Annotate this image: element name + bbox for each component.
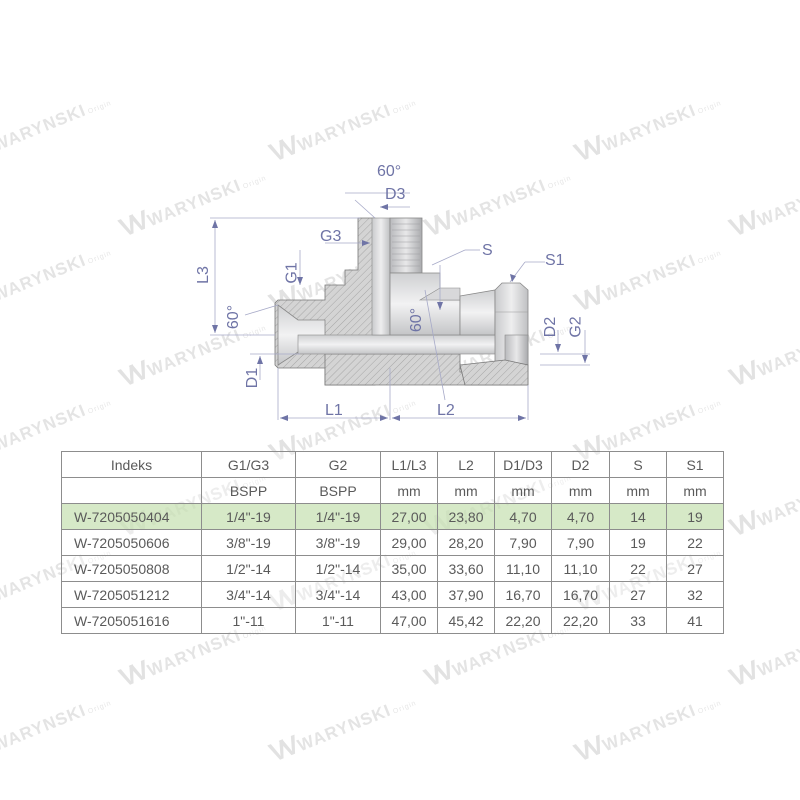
watermark-logo: VVWARYNSKIOrigin [724,625,800,693]
header-cell: L1/L3 [380,451,438,478]
watermark-logo: VVWARYNSKIOrigin [264,699,418,768]
index-cell: W-7205051616 [61,607,202,634]
table-cell: 4,70 [551,503,610,530]
table-row: W-7205050606 3/8"-19 3/8"-19 29,00 28,20… [61,529,724,556]
index-cell: W-7205050808 [61,555,202,582]
table-cell: 37,90 [437,581,495,608]
l1-label: L1 [325,402,343,419]
table-cell: 3/4"-14 [295,581,381,608]
table-cell: 19 [609,529,667,556]
table-cell: 7,90 [494,529,552,556]
table-cell: 4,70 [494,503,552,530]
waryinski-w-icon: VV [419,655,454,693]
table-cell: 47,00 [380,607,438,634]
table-row: W-7205051616 1"-11 1"-11 47,00 45,42 22,… [61,607,724,634]
index-cell: W-7205050606 [61,529,202,556]
waryinski-w-icon: VV [569,730,604,768]
table-cell: 32 [666,581,724,608]
waryinski-w-icon: VV [264,730,299,768]
g1-label: G1 [283,262,301,284]
unit-cell: mm [437,477,495,504]
table-cell: 22,20 [551,607,610,634]
unit-cell: mm [666,477,724,504]
unit-cell: BSPP [295,477,381,504]
index-cell: W-7205050404 [61,503,202,530]
table-cell: 28,20 [437,529,495,556]
table-cell: 16,70 [551,581,610,608]
header-cell: D1/D3 [494,451,552,478]
table-cell: 1/4"-19 [201,503,296,530]
header-cell: S1 [666,451,724,478]
table-cell: 1/2"-14 [295,555,381,582]
s-label: S [482,242,493,259]
unit-cell: mm [380,477,438,504]
table-cell: 27,00 [380,503,438,530]
table-cell: 22,20 [494,607,552,634]
unit-cell: mm [609,477,667,504]
table-cell: 19 [666,503,724,530]
table-units-row: BSPP BSPP mm mm mm mm mm mm [61,477,724,504]
unit-cell: mm [551,477,610,504]
header-cell: L2 [437,451,495,478]
d3-label: D3 [385,186,406,203]
table-cell: 1"-11 [201,607,296,634]
unit-cell: BSPP [201,477,296,504]
table-cell: 3/8"-19 [295,529,381,556]
waryinski-w-icon: VV [724,655,759,693]
s1-label: S1 [545,252,565,269]
unit-cell [61,477,202,504]
table-row: W-7205051212 3/4"-14 3/4"-14 43,00 37,90… [61,581,724,608]
table-cell: 3/8"-19 [201,529,296,556]
d1-label: D1 [244,367,262,389]
d2-label: D2 [542,316,560,338]
watermark-logo: VVWARYNSKIOrigin [724,475,800,543]
table-cell: 1/2"-14 [201,555,296,582]
table-cell: 14 [609,503,667,530]
table-cell: 27 [609,581,667,608]
specification-table: Indeks G1/G3 G2 L1/L3 L2 D1/D3 D2 S S1 B… [61,451,724,634]
angle-left-label: 60° [225,304,243,330]
table-row: W-7205050808 1/2"-14 1/2"-14 35,00 33,60… [61,555,724,582]
table-cell: 11,10 [551,555,610,582]
table-cell: 41 [666,607,724,634]
table-cell: 16,70 [494,581,552,608]
table-cell: 1"-11 [295,607,381,634]
watermark-logo: VVWARYNSKIOrigin [0,699,113,756]
unit-cell: mm [494,477,552,504]
l3-label: L3 [194,266,212,284]
header-cell: G2 [295,451,381,478]
table-cell: 29,00 [380,529,438,556]
header-cell: S [609,451,667,478]
table-cell: 3/4"-14 [201,581,296,608]
technical-drawing: 60° D3 G3 L3 G1 60° D1 60° S S1 D2 G2 L1… [194,163,590,421]
waryinski-w-icon: VV [114,655,149,693]
table-cell: 33,60 [437,555,495,582]
table-cell: 45,42 [437,607,495,634]
g2-label: G2 [567,316,585,338]
l2-label: L2 [437,402,455,419]
table-cell: 27 [666,555,724,582]
table-cell: 11,10 [494,555,552,582]
table-cell: 22 [666,529,724,556]
fitting-cross-section [210,192,590,421]
waryinski-w-icon: VV [724,505,759,543]
table-cell: 22 [609,555,667,582]
table-row-highlighted: W-7205050404 1/4"-19 1/4"-19 27,00 23,80… [61,503,724,530]
table-cell: 7,90 [551,529,610,556]
header-cell: G1/G3 [201,451,296,478]
table-cell: 23,80 [437,503,495,530]
table-cell: 35,00 [380,555,438,582]
header-cell: D2 [551,451,610,478]
angle-top-label: 60° [377,163,402,180]
table-cell: 1/4"-19 [295,503,381,530]
index-cell: W-7205051212 [61,581,202,608]
header-cell: Indeks [61,451,202,478]
table-header-row: Indeks G1/G3 G2 L1/L3 L2 D1/D3 D2 S S1 [61,451,724,478]
table-cell: 43,00 [380,581,438,608]
watermark-logo: VVWARYNSKIOrigin [569,699,723,768]
g3-label: G3 [320,228,342,245]
angle-mid-label: 60° [408,307,426,333]
table-cell: 33 [609,607,667,634]
